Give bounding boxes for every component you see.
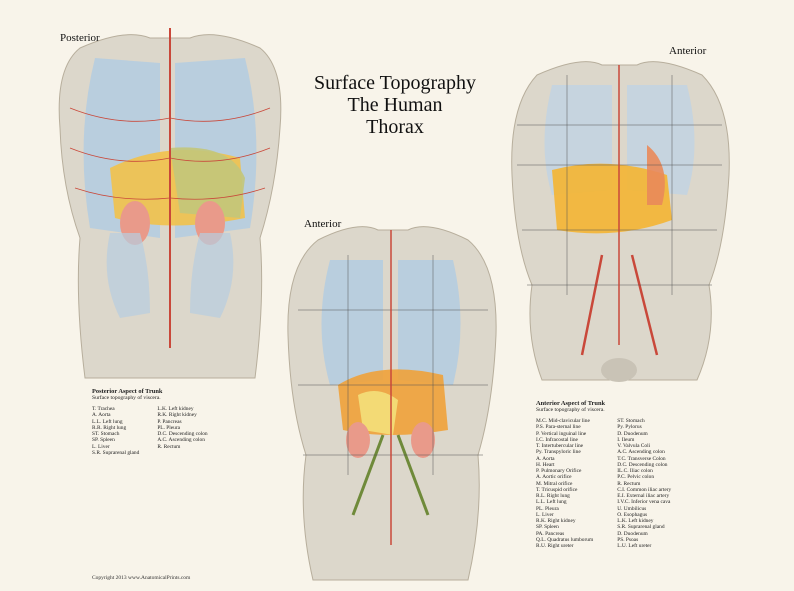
legend-item: M. Mitral orifice: [536, 480, 573, 487]
legend-item: D.C. Descending colon: [617, 461, 668, 468]
title-line-2: The Human: [347, 94, 443, 116]
anterior-torso-illustration-right: [511, 61, 730, 382]
legend-item: R.R. Right lung: [92, 424, 127, 431]
anterior-middle-label: Anterior: [304, 218, 342, 230]
legend-item: E.I. External iliac artery: [617, 493, 670, 499]
legend-item: PL. Pleura: [157, 424, 181, 431]
posterior-legend-heading: Posterior Aspect of Trunk: [92, 388, 163, 395]
copyright-text: Copyright 2013 www.AnatomicalPrints.com: [92, 575, 191, 581]
legend-item: I.C. Infracostal line: [536, 436, 578, 443]
legend-item: H. Heart: [536, 461, 555, 468]
anterior-right-label: Anterior: [669, 45, 707, 57]
legend-item: L.K. Left kidney: [157, 406, 194, 412]
legend-item: R.L. Right lung: [536, 493, 570, 499]
legend-item: C.I. Common iliac artery: [617, 486, 672, 493]
legend-item: A.C. Ascending colon: [617, 449, 665, 456]
legend-item: A.C. Ascending colon: [157, 437, 205, 444]
legend-item: A. Aorta: [536, 455, 555, 462]
legend-item: I. Ileum: [617, 436, 635, 443]
legend-item: D.C. Descending colon: [157, 431, 208, 437]
legend-item: A. Aortic orifice: [536, 474, 572, 481]
legend-item: Q.L. Quadratus lumborum: [536, 536, 594, 543]
legend-item: R.K. Right kidney: [536, 518, 576, 524]
legend-item: S.R. Suprarenal gland: [617, 524, 665, 531]
anterior-legend-col2: ST. Stomach Py. Pylorus D. Duodenum I. I…: [617, 418, 671, 549]
posterior-torso-illustration: [58, 28, 282, 379]
posterior-legend-col1: T. Trachea A. Aorta L.L. Left lung R.R. …: [92, 406, 139, 456]
legend-item: IL.C. Iliac colon: [617, 468, 653, 474]
title-line-3: Thorax: [366, 116, 424, 138]
posterior-legend-col2: L.K. Left kidney R.K. Right kidney P. Pa…: [157, 406, 207, 456]
legend-item: S.R. Suprarenal gland: [92, 449, 140, 456]
legend-item: L. Liver: [536, 511, 554, 518]
legend-item: O. Esophagus: [617, 511, 648, 518]
legend-item: PL. Pleura: [536, 505, 559, 512]
legend-item: P.S. Para-sternal line: [536, 424, 581, 431]
title-line-1: Surface Topography: [313, 72, 477, 94]
legend-item: T. Intertubercular line: [536, 443, 584, 449]
legend-item: ST. Stomach: [92, 431, 120, 437]
legend-item: R. Rectum: [157, 443, 181, 450]
posterior-label: Posterior: [60, 32, 100, 44]
legend-item: L.U. Left ureter: [617, 543, 652, 549]
legend-item: SP. Spleen: [92, 437, 115, 444]
legend-item: L.L. Left lung: [536, 499, 567, 506]
legend-item: PS. Psoas: [617, 536, 639, 543]
posterior-legend-subheading: Surface topography of viscera.: [92, 395, 161, 401]
legend-item: R.K. Right kidney: [157, 412, 197, 419]
legend-item: L. Liver: [92, 443, 110, 450]
legend-item: A. Aorta: [92, 412, 111, 419]
anterior-legend: Anterior Aspect of Trunk Surface topogra…: [536, 400, 671, 549]
legend-item: L.L. Left lung: [92, 418, 123, 425]
legend-item: T. Tricuspid orifice: [536, 486, 578, 493]
legend-item: T. Trachea: [92, 406, 115, 412]
legend-item: SP. Spleen: [536, 524, 559, 531]
legend-item: U. Umbilicus: [617, 505, 647, 512]
legend-item: D. Duodenum: [617, 430, 648, 437]
legend-item: P. Pancreas: [157, 418, 182, 425]
legend-item: L.K. Left kidney: [617, 518, 654, 524]
legend-item: T.C. Transverse Colon: [617, 455, 666, 462]
legend-item: P. Vertical inguinal line: [536, 430, 587, 437]
legend-item: P. Pulmonary Orifice: [536, 468, 582, 474]
anterior-legend-col1: M.C. Mid-clavicular line P.S. Para-stern…: [536, 418, 593, 549]
anterior-legend-subheading: Surface topography of viscera.: [536, 407, 605, 413]
posterior-legend: Posterior Aspect of Trunk Surface topogr…: [92, 388, 208, 456]
legend-item: I.V.C. Inferior vena cava: [617, 499, 671, 506]
anterior-torso-illustration-middle: [287, 226, 497, 581]
legend-item: V. Valvula Coli: [617, 443, 651, 449]
anterior-legend-heading: Anterior Aspect of Trunk: [536, 400, 606, 407]
legend-item: Py. Transpyloric line: [536, 449, 581, 456]
legend-item: ST. Stomach: [617, 418, 645, 424]
legend-item: D. Duodenum: [617, 530, 648, 537]
legend-item: M.C. Mid-clavicular line: [536, 418, 590, 424]
legend-item: R. Rectum: [617, 480, 641, 487]
poster-title: Surface Topography The Human Thorax: [290, 72, 500, 138]
legend-item: PA. Pancreas: [536, 530, 565, 537]
legend-item: P.C. Pelvic colon: [617, 474, 655, 481]
legend-item: R.U. Right ureter: [536, 543, 574, 549]
legend-item: Py. Pylorus: [617, 424, 642, 431]
